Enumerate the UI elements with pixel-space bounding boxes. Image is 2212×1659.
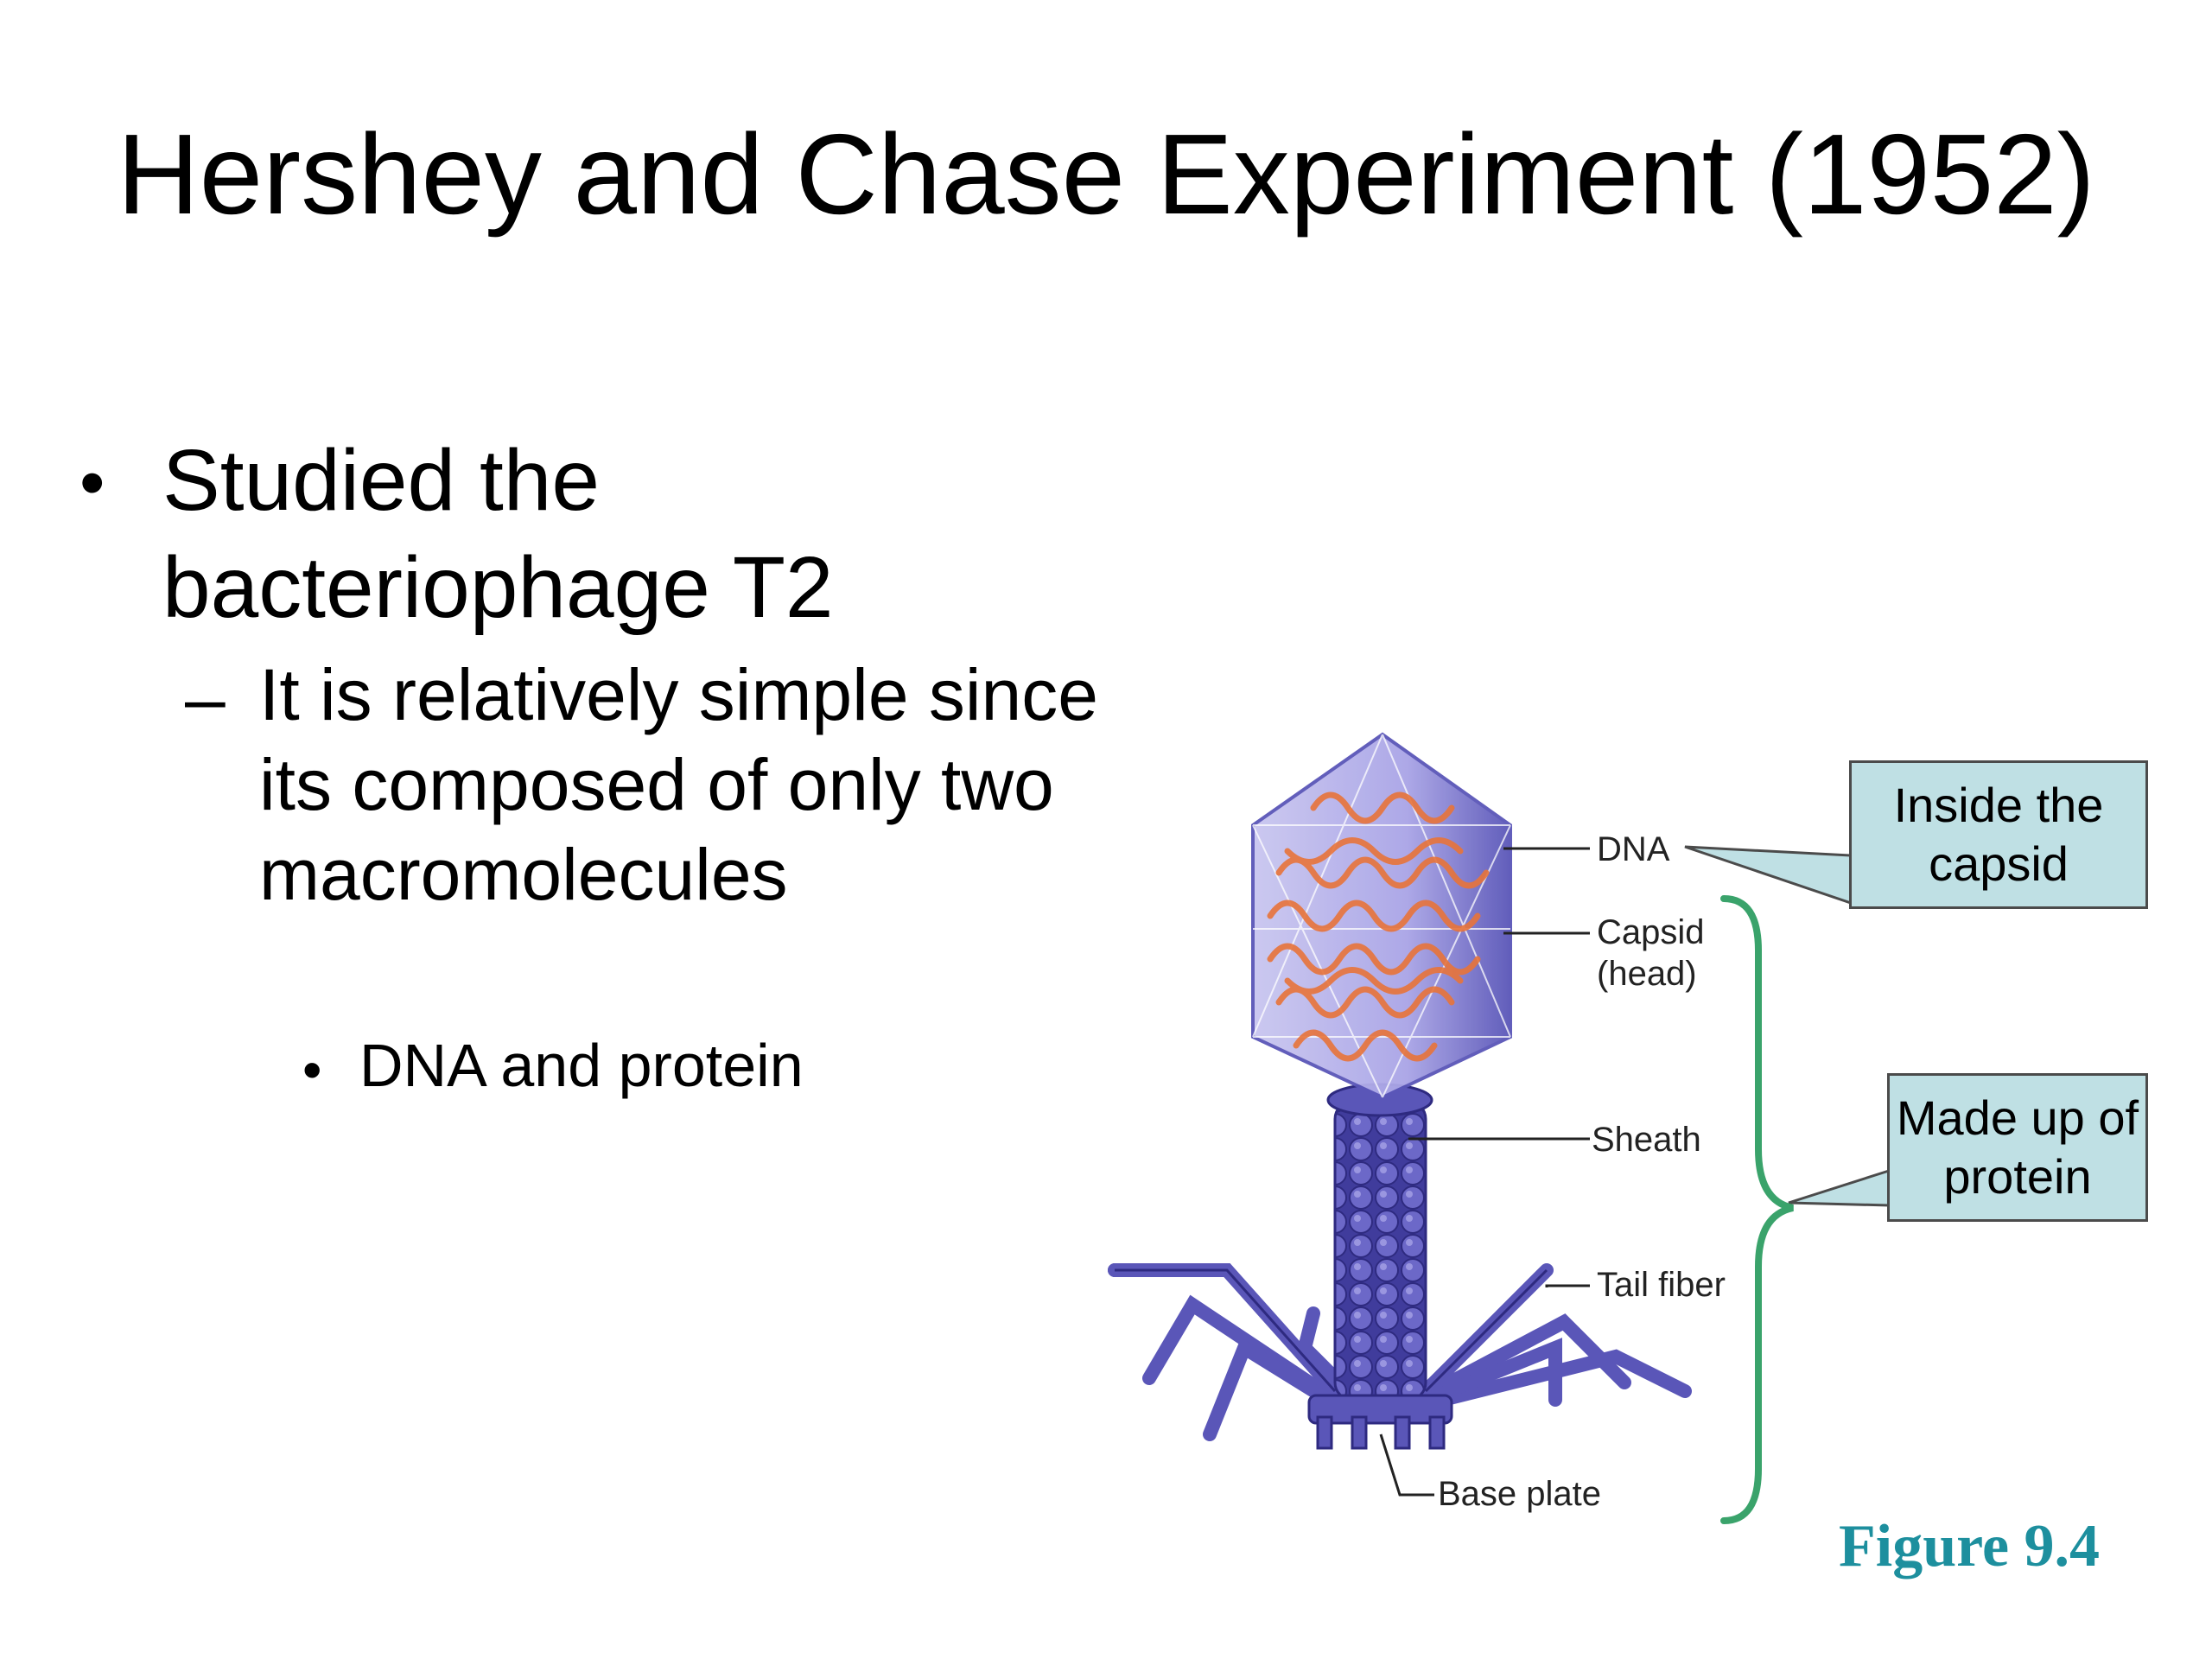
label-dna: DNA bbox=[1597, 830, 1670, 868]
figure-label: Figure 9.4 bbox=[1839, 1513, 2101, 1580]
base-plate-leader bbox=[1379, 1433, 1434, 1497]
bullet-marker: • bbox=[79, 442, 105, 523]
base-plate bbox=[1307, 1394, 1453, 1450]
capsid-head bbox=[1251, 732, 1512, 1100]
bullet-level2: It is relatively simple since its compos… bbox=[259, 654, 1098, 915]
bullet-marker-small: • bbox=[302, 1039, 322, 1101]
callout-inside-capsid: Inside the capsid bbox=[1849, 760, 2148, 909]
dash-marker: – bbox=[185, 658, 226, 739]
protein-brace bbox=[1720, 895, 1794, 1524]
callout-pointer-protein bbox=[1788, 1168, 1891, 1207]
label-capsid: Capsid bbox=[1597, 913, 1705, 951]
label-base-plate: Base plate bbox=[1438, 1475, 1601, 1513]
slide-title: Hershey and Chase Experiment (1952) bbox=[117, 111, 2095, 238]
bullet-level3: DNA and protein bbox=[359, 1032, 804, 1099]
bullet-level1: Studied the bacteriophage T2 bbox=[162, 432, 834, 636]
label-tail-fiber: Tail fiber bbox=[1597, 1266, 1726, 1304]
sheath bbox=[1333, 1100, 1427, 1402]
label-capsid-head: (head) bbox=[1597, 955, 1697, 993]
callout-made-of-protein: Made up of protein bbox=[1887, 1073, 2148, 1222]
dna-strands bbox=[1267, 791, 1490, 1062]
label-sheath: Sheath bbox=[1592, 1121, 1701, 1159]
tail-fiber-leader bbox=[1545, 1284, 1590, 1287]
callout-pointer-capsid bbox=[1684, 845, 1853, 906]
